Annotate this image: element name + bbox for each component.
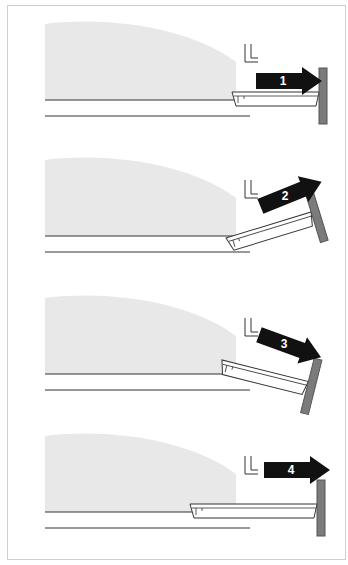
drawer-front [317,480,325,536]
direction-arrow [264,456,330,484]
step-panel [45,22,327,124]
callout-number: 2 [282,190,289,202]
callout-number: 4 [288,464,295,476]
step-panel [45,158,328,269]
direction-arrow [254,322,326,371]
frame [8,6,346,560]
step-panel [45,296,326,415]
oven-opening [245,180,258,198]
oven-body [45,158,236,236]
callout-number: 1 [280,75,287,87]
step-panel [45,434,330,536]
tray [232,68,327,124]
oven-opening [245,44,258,62]
drawer-front [319,68,327,124]
tray [190,480,325,536]
oven-opening [245,456,258,474]
callout-number: 3 [281,338,288,350]
oven-body [45,434,236,512]
oven-opening [245,318,258,336]
drawer-front [301,358,322,414]
oven-body [45,296,236,374]
oven-body [45,22,236,100]
direction-arrow [255,169,327,220]
direction-arrow [256,67,322,95]
